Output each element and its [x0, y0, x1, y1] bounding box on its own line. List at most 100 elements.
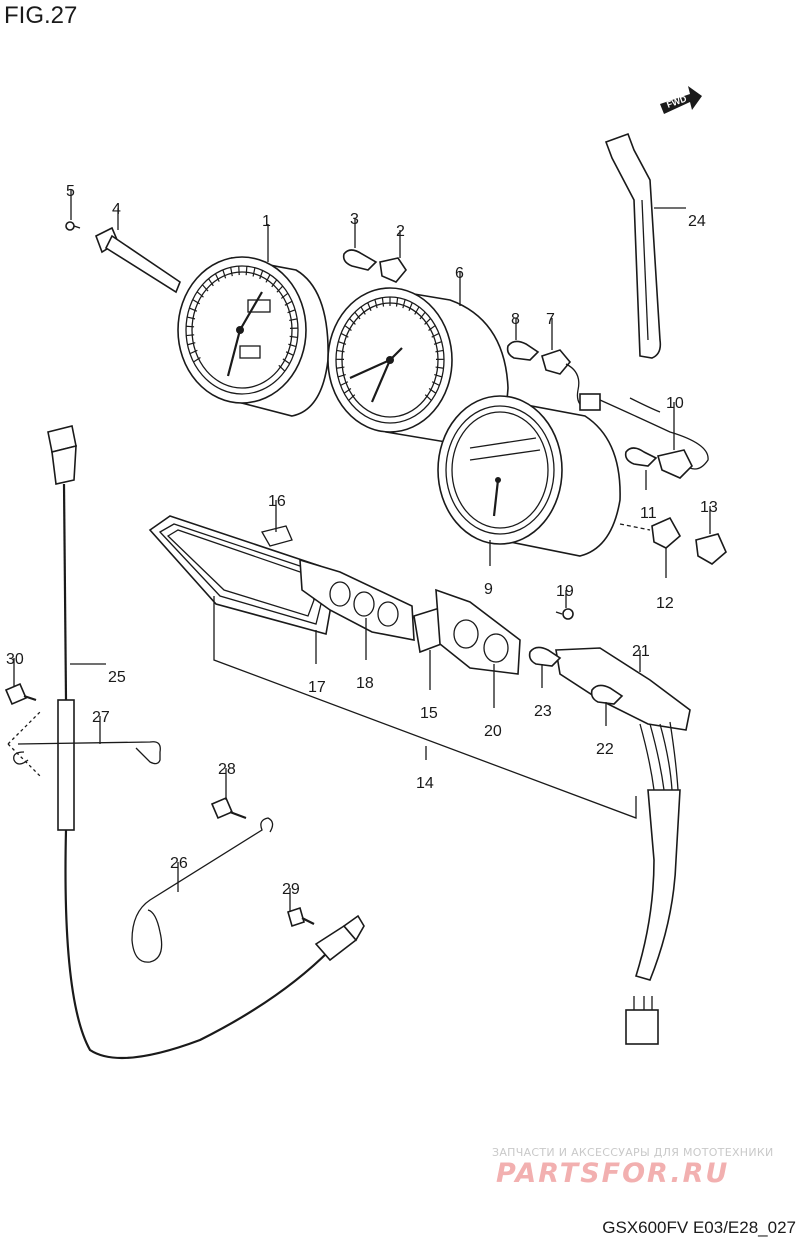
- dial-tick: [192, 299, 201, 305]
- dial-tick: [414, 306, 420, 315]
- dial-tick: [245, 266, 248, 276]
- dial-tick: [289, 318, 298, 322]
- callout-1: 1: [262, 213, 271, 230]
- dial-tick: [230, 267, 233, 277]
- dial-tick: [252, 267, 256, 277]
- dial-tick: [259, 270, 264, 280]
- dial-tick: [289, 335, 298, 339]
- bracket-14-assembly-line: [213, 596, 637, 819]
- part-19-screw: [555, 608, 574, 620]
- callout-14: 14: [416, 775, 434, 792]
- callout-24: 24: [688, 213, 706, 230]
- dial-tick: [278, 364, 286, 372]
- part-7-8-bulbs: [506, 340, 601, 411]
- callout-15: 15: [420, 705, 438, 722]
- callout-4: 4: [112, 201, 121, 218]
- figure-title: FIG.27: [4, 2, 78, 29]
- part-21-wiring-harness: [528, 646, 691, 1045]
- callout-23: 23: [534, 703, 552, 720]
- callout-18: 18: [356, 675, 374, 692]
- dial-tick: [193, 356, 201, 363]
- callout-9: 9: [484, 581, 493, 598]
- dial-tick: [434, 373, 443, 378]
- callout-22: 22: [596, 741, 614, 758]
- callout-3: 3: [350, 211, 359, 228]
- dial-tick: [381, 297, 385, 307]
- dial-tick: [431, 332, 440, 338]
- dial-tick: [338, 341, 347, 345]
- callout-2: 2: [396, 223, 405, 240]
- callout-30: 30: [6, 651, 24, 668]
- callout-28: 28: [218, 761, 236, 778]
- callout-5: 5: [66, 183, 75, 200]
- dial-tick: [343, 388, 352, 394]
- dial-tick: [276, 285, 284, 293]
- dial-tick: [419, 311, 426, 320]
- callout-10: 10: [666, 395, 684, 412]
- callout-27: 27: [92, 709, 110, 726]
- part-27-clamp: [7, 711, 161, 777]
- dial-tick: [340, 332, 349, 338]
- dial-tick: [284, 300, 293, 306]
- callout-21: 21: [632, 643, 650, 660]
- part-2-3-bulb-socket: [342, 249, 407, 283]
- dial-tick: [187, 316, 196, 320]
- dial-tick: [408, 302, 413, 312]
- dial-tick: [431, 381, 440, 386]
- callout-6: 6: [455, 265, 464, 282]
- callout-16: 16: [268, 493, 286, 510]
- dial-tick: [287, 309, 296, 314]
- dial-tick: [288, 343, 297, 348]
- callout-leader-lines: [13, 190, 711, 912]
- dial-tick: [395, 297, 399, 307]
- part-10-11-wire-bulb: [599, 397, 727, 565]
- figure-code: GSX600FV E03/E28_027: [602, 1218, 796, 1237]
- dial-tick: [374, 299, 378, 309]
- dial-tick: [186, 325, 195, 328]
- dial-tick: [424, 318, 432, 325]
- part-26-spring-clip: [131, 817, 274, 963]
- gauge-speedometer: [177, 256, 329, 417]
- watermark-logo: PARTSFOR.RU: [496, 1158, 730, 1189]
- callout-26: 26: [170, 855, 188, 872]
- dial-tick: [196, 291, 204, 298]
- callout-29: 29: [282, 881, 300, 898]
- callout-17: 17: [308, 679, 326, 696]
- dial-tick: [367, 302, 372, 312]
- dial-tick: [222, 269, 227, 279]
- dial-tick: [208, 278, 214, 287]
- dial-tick: [402, 299, 406, 309]
- callout-8: 8: [511, 311, 520, 328]
- dial-tick: [348, 318, 356, 325]
- dial-tick: [424, 394, 432, 401]
- dial-tick: [336, 349, 345, 353]
- dial-tick: [435, 366, 444, 369]
- forward-direction-arrow: FWD: [660, 86, 702, 114]
- part-4-sleeve: [65, 221, 181, 294]
- screws-28-29-30: [4, 682, 315, 928]
- gauge-temperature: [437, 395, 621, 557]
- dial-tick: [354, 311, 361, 320]
- dial-tick: [189, 349, 198, 355]
- watermark-tagline: ЗАПЧАСТИ И АКСЕССУАРЫ ДЛЯ МОТОТЕХНИКИ: [492, 1146, 774, 1159]
- dial-tick: [271, 279, 278, 288]
- dial-tick: [189, 307, 198, 312]
- callout-25: 25: [108, 669, 126, 686]
- dial-tick: [435, 349, 444, 353]
- callout-7: 7: [546, 311, 555, 328]
- dial-tick: [201, 284, 209, 292]
- part-25-speedometer-cable: [47, 425, 365, 1060]
- dial-tick: [360, 306, 366, 315]
- dial-tick: [348, 394, 356, 401]
- dial-tick: [282, 358, 291, 365]
- dial-tick: [214, 273, 220, 282]
- callout-19: 19: [556, 583, 574, 600]
- dial-tick: [187, 342, 196, 346]
- dial-tick: [428, 325, 436, 331]
- callout-12: 12: [656, 595, 674, 612]
- callout-13: 13: [700, 499, 718, 516]
- dial-tick: [285, 351, 294, 356]
- dial-tick: [340, 381, 349, 386]
